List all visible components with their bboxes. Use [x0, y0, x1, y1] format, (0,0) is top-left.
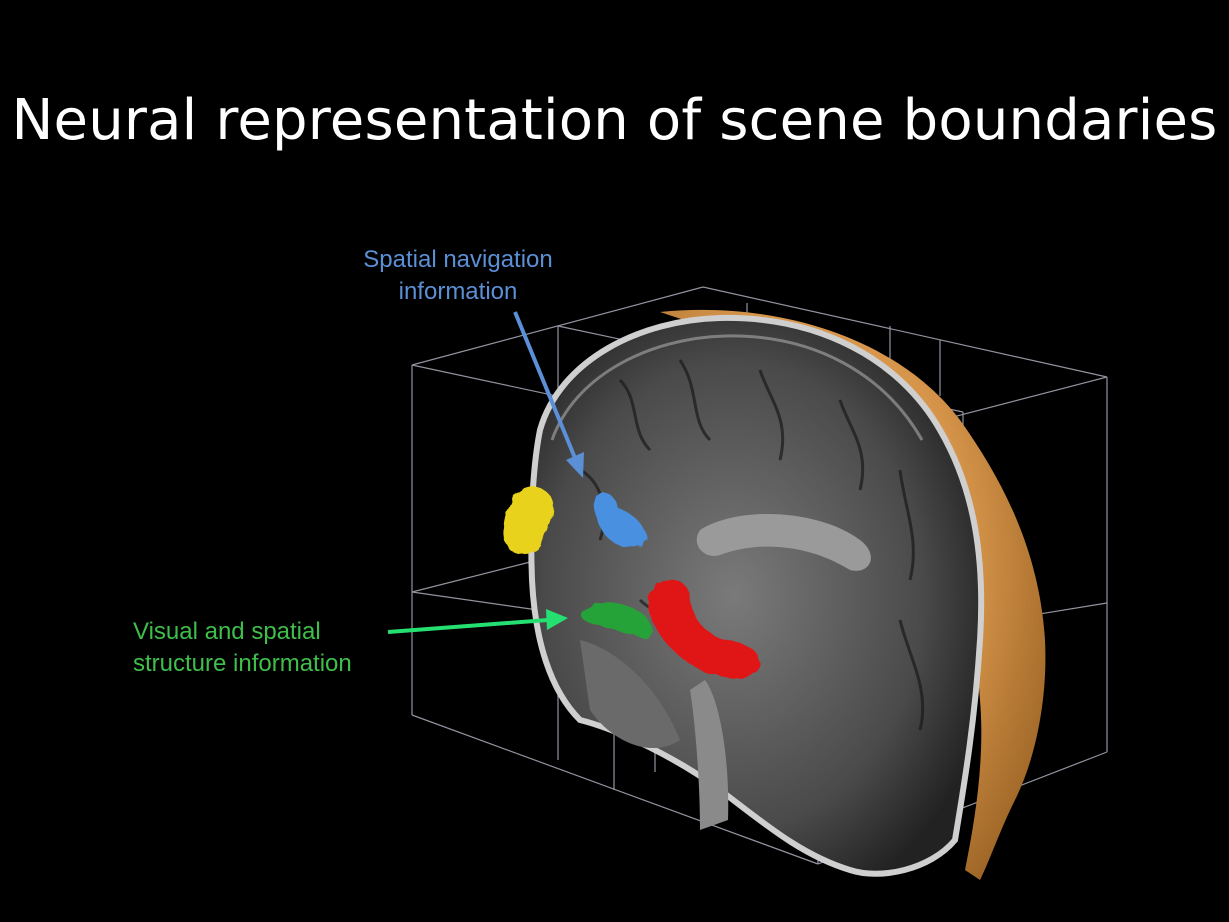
visual-spatial-label: Visual and spatial structure information	[133, 616, 413, 680]
spatial-navigation-label: Spatial navigation information	[338, 244, 578, 308]
slide-title: Neural representation of scene boundarie…	[0, 88, 1229, 153]
spatial-navigation-label-line2: information	[338, 276, 578, 308]
brain-slice	[531, 318, 981, 874]
visual-spatial-label-line1: Visual and spatial	[133, 616, 413, 648]
spatial-navigation-label-line1: Spatial navigation	[338, 244, 578, 276]
visual-spatial-label-line2: structure information	[133, 648, 413, 680]
